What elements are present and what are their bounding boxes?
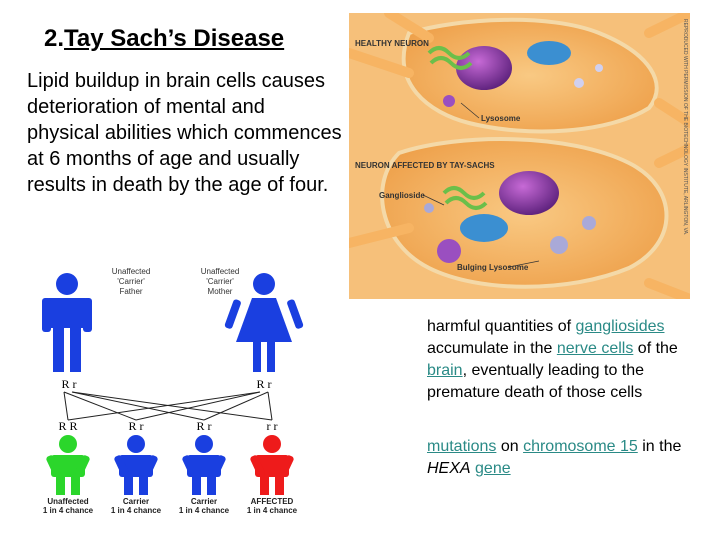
fact1-text-3: of the <box>633 340 678 357</box>
inheritance-lines <box>63 391 273 421</box>
page-title: 2.Tay Sach’s Disease <box>44 25 284 53</box>
healthy-neuron-label: HEALTHY NEURON <box>355 39 429 48</box>
link-gene[interactable]: gene <box>475 460 511 477</box>
link-gangliosides[interactable]: gangliosides <box>575 318 665 335</box>
dendrites <box>349 13 690 128</box>
intro-text: Lipid buildup in brain cells causes dete… <box>27 70 342 196</box>
affected-mitochondrion <box>460 214 508 242</box>
child-chance: 1 in 4 chance <box>247 506 298 515</box>
mother-label-2: 'Carrier' <box>206 277 234 286</box>
link-brain[interactable]: brain <box>427 362 463 379</box>
father-label-3: Father <box>119 287 142 296</box>
lysosome-label: Lysosome <box>481 114 521 123</box>
link-nerve-cells[interactable]: nerve cells <box>556 340 634 357</box>
fact1-text-2: accumulate in the <box>427 340 557 357</box>
credit-text: REPRODUCED WITH PERMISSION OF THE BIOTEC… <box>682 19 688 235</box>
father-figure: Unaffected 'Carrier' Father R r <box>42 267 150 391</box>
affected-neuron-label: NEURON AFFECTED BY TAY-SACHS <box>355 161 495 170</box>
fact1-text-1: harmful quantities of <box>427 318 576 335</box>
bulging-lysosome-label: Bulging Lysosome <box>457 263 529 272</box>
title-text: Tay Sach’s Disease <box>64 25 285 52</box>
fact-gangliosides: harmful quantities of gangliosides accum… <box>427 316 707 404</box>
neuron-illustration: HEALTHY NEURON Lysosome NEURON AFFECTED … <box>349 13 690 299</box>
inheritance-diagram: Unaffected 'Carrier' Father R r Unaffect… <box>42 267 304 515</box>
healthy-nucleus <box>456 46 512 90</box>
child-genotype: R R <box>58 419 77 433</box>
child-genotype: R r <box>129 419 144 433</box>
link-chromosome-15[interactable]: chromosome 15 <box>523 438 638 455</box>
child-chance: 1 in 4 chance <box>111 506 162 515</box>
ganglioside-label: Ganglioside <box>379 191 425 200</box>
child-label: Carrier <box>191 497 217 506</box>
healthy-golgi <box>427 46 473 70</box>
gene-name: HEXA <box>427 460 471 477</box>
fact1-text-4: , eventually leading to the premature de… <box>427 362 645 401</box>
healthy-mitochondrion <box>527 41 571 65</box>
child-chance: 1 in 4 chance <box>43 506 94 515</box>
child-chance: 1 in 4 chance <box>179 506 230 515</box>
link-mutations[interactable]: mutations <box>427 438 497 455</box>
father-genotype: R r <box>62 377 77 391</box>
child-label: Carrier <box>123 497 149 506</box>
mother-label-1: Unaffected <box>201 267 240 276</box>
fact-mutations: mutations on chromosome 15 in the HEXA g… <box>427 436 707 480</box>
mother-figure: Unaffected 'Carrier' Mother R r <box>201 267 304 391</box>
title-number: 2. <box>44 25 65 52</box>
child-genotype: R r <box>197 419 212 433</box>
child-label: Unaffected <box>47 497 88 506</box>
affected-nucleus <box>499 171 559 215</box>
mother-label-3: Mother <box>208 287 233 296</box>
child-label: AFFECTED <box>251 497 294 506</box>
fact2-text-2: in the <box>637 438 682 455</box>
mother-genotype: R r <box>257 377 272 391</box>
fact2-text-1: on <box>496 438 524 455</box>
healthy-lysosome <box>443 95 455 107</box>
healthy-neuron-shape <box>401 17 659 134</box>
child-genotype: r r <box>267 419 278 433</box>
father-label-2: 'Carrier' <box>117 277 145 286</box>
bulging-lysosome <box>437 239 461 263</box>
father-label-1: Unaffected <box>112 267 151 276</box>
